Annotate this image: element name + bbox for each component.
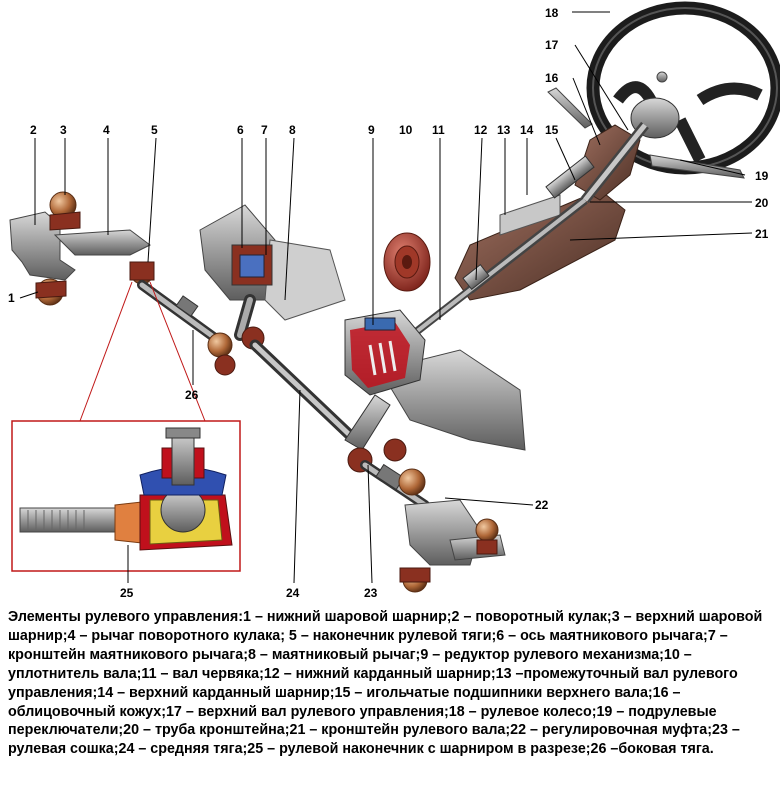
- callout-11: 11: [432, 123, 445, 137]
- left-steering-knuckle: [9, 191, 151, 306]
- callout-1: 1: [8, 291, 15, 305]
- callout-3: 3: [60, 123, 67, 137]
- tie-rod-end-cutaway: [11, 420, 241, 572]
- callout-19: 19: [755, 169, 769, 183]
- callout-10: 10: [399, 123, 413, 137]
- steering-system-diagram: 1 2 3 4 5 6 7 8 9 10 11 12 13 14 15 16 1…: [8, 1, 780, 600]
- callout-6: 6: [237, 123, 244, 137]
- callout-16: 16: [545, 71, 559, 85]
- steering-gear-box: [344, 309, 426, 396]
- callout-23: 23: [364, 586, 378, 600]
- pendulum-arm-bracket: [199, 204, 346, 321]
- right-steering-knuckle: [399, 499, 506, 593]
- leader-lines: [19, 11, 753, 584]
- callout-8: 8: [289, 123, 296, 137]
- callout-7: 7: [261, 123, 268, 137]
- figure-caption: Элементы рулевого управления:1 – нижний …: [8, 609, 763, 758]
- side-rod: [137, 280, 236, 376]
- callout-12: 12: [474, 123, 488, 137]
- callout-24: 24: [286, 586, 300, 600]
- callout-15: 15: [545, 123, 559, 137]
- right-side-rod: [360, 460, 430, 510]
- callout-21: 21: [755, 227, 769, 241]
- callout-5: 5: [151, 123, 158, 137]
- callout-25: 25: [120, 586, 134, 600]
- pendulum-arm: [234, 294, 265, 350]
- callout-13: 13: [497, 123, 511, 137]
- callout-14: 14: [520, 123, 534, 137]
- callout-17: 17: [545, 38, 559, 52]
- column-switches: [547, 71, 745, 179]
- pitman-arm: [344, 394, 407, 473]
- callout-20: 20: [755, 196, 769, 210]
- callout-9: 9: [368, 123, 375, 137]
- callout-2: 2: [30, 123, 37, 137]
- callout-numbers: 1 2 3 4 5 6 7 8 9 10 11 12 13 14 15 16 1…: [8, 6, 769, 600]
- callout-26: 26: [185, 388, 199, 402]
- callout-22: 22: [535, 498, 549, 512]
- callout-4: 4: [103, 123, 110, 137]
- shaft-seal: [383, 232, 431, 292]
- middle-rod: [249, 339, 361, 446]
- callout-18: 18: [545, 6, 559, 20]
